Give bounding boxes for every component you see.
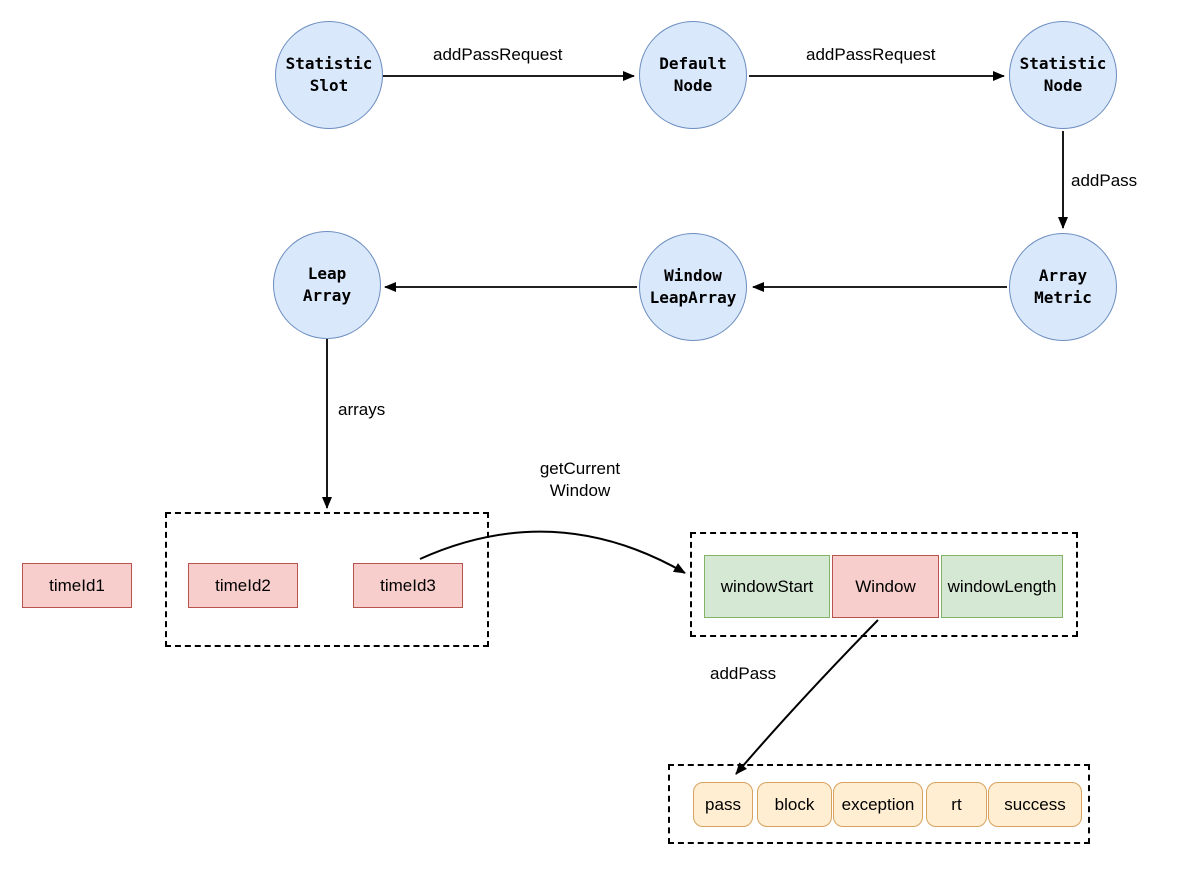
edge-label-addpassrequest-1: addPassRequest [433,45,563,64]
cell-windowlength: windowLength [941,555,1063,618]
edge-addpass-curve [735,619,879,775]
node-window-leap-array: Window LeapArray [639,233,747,341]
cell-block: block [757,782,832,827]
cell-exception: exception [833,782,923,827]
cell-success: success [988,782,1082,827]
node-leap-array: Leap Array [273,231,381,339]
cell-timeid2: timeId2 [188,563,298,608]
edge-getcurrentwindow-curve [419,530,686,574]
cell-rt: rt [926,782,987,827]
edge-label-addpassrequest-2: addPassRequest [806,45,936,64]
node-array-metric: Array Metric [1009,233,1117,341]
node-default-node: Default Node [639,21,747,129]
edge-label-addpass-curve: addPass [710,664,777,683]
node-statistic-slot: Statistic Slot [275,21,383,129]
cell-windowstart: windowStart [704,555,830,618]
edge-label-addpass-down: addPass [1071,171,1138,190]
arrays-dashed-container [165,512,489,647]
cell-window: Window [832,555,939,618]
node-statistic-node: Statistic Node [1009,21,1117,129]
cell-pass: pass [693,782,753,827]
cell-timeid1: timeId1 [22,563,132,608]
metrics-dashed-container [668,764,1090,844]
edge-label-arrays: arrays [338,400,386,419]
cell-timeid3: timeId3 [353,563,463,608]
window-dashed-container [690,532,1078,637]
edge-label-getcurrentwindow: getCurrent Window [539,459,621,501]
